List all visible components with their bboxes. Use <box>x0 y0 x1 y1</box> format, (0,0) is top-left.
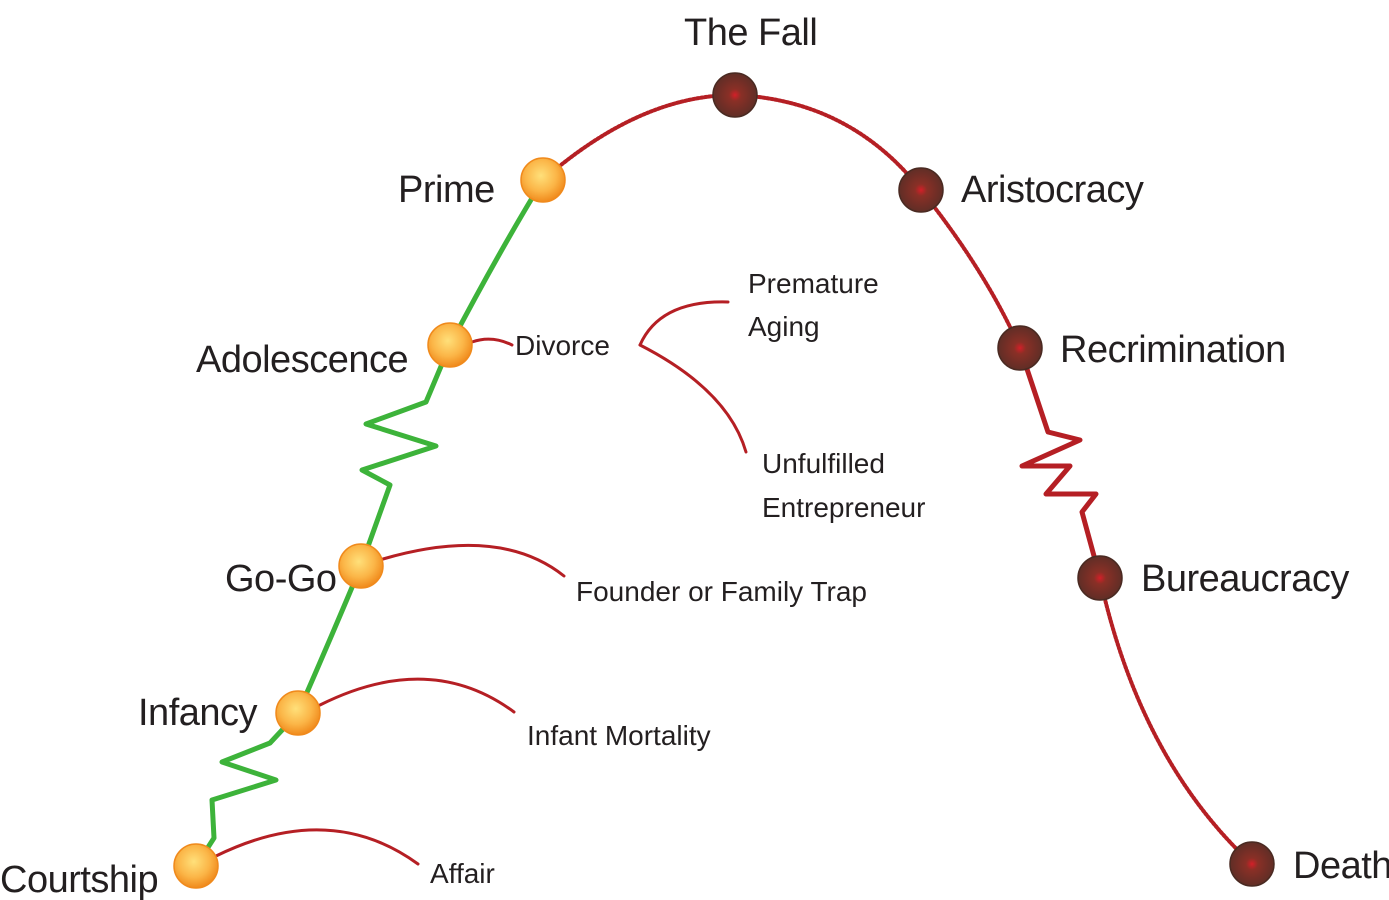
death-label: Death <box>1293 845 1389 887</box>
decline-nodes <box>712 72 1275 887</box>
courtship-label: Courtship <box>0 859 158 900</box>
decline-segment-recrimination-bureaucracy <box>1017 345 1103 581</box>
infant-mortality-connector <box>318 677 516 714</box>
affair-label: Affair <box>430 858 495 889</box>
adolescence-node <box>427 322 473 368</box>
growth-segment-courtship-infancy <box>193 710 301 869</box>
affair-connector <box>214 828 420 866</box>
premature-aging-label-line1: Premature <box>748 268 879 299</box>
adolescence-label: Adolescence <box>196 339 408 381</box>
aristocracy-label: Aristocracy <box>961 169 1144 211</box>
infancy-node <box>275 690 321 736</box>
infant-mortality-label: Infant Mortality <box>527 720 711 751</box>
premature-aging-connector <box>638 300 730 347</box>
prime-node <box>520 157 566 203</box>
decline-segment-prime-fall <box>541 93 737 182</box>
gogo-label: Go-Go <box>225 558 337 600</box>
divorce-connector <box>470 337 514 347</box>
growth-nodes <box>173 157 566 889</box>
unfulfilled-label-line2: Entrepreneur <box>762 492 925 523</box>
decline-curve <box>541 93 1254 866</box>
unfulfilled-label-line1: Unfulfilled <box>762 448 885 479</box>
founder-trap-label: Founder or Family Trap <box>576 576 867 607</box>
stage-labels: Courtship Infancy Go-Go Adolescence Prim… <box>0 12 1389 900</box>
bureaucracy-node <box>1077 555 1123 601</box>
death-node <box>1229 841 1275 887</box>
recrimination-node <box>997 325 1043 371</box>
courtship-node <box>173 843 219 889</box>
divorce-label: Divorce <box>515 330 610 361</box>
trap-connectors <box>214 300 748 866</box>
infancy-label: Infancy <box>138 692 258 734</box>
decline-segment-fall-aristocracy <box>733 93 923 192</box>
prime-label: Prime <box>398 169 495 211</box>
gogo-node <box>338 543 384 589</box>
the-fall-label: The Fall <box>684 12 817 54</box>
aristocracy-node <box>898 167 944 213</box>
recrimination-label: Recrimination <box>1060 329 1286 371</box>
the-fall-node <box>712 72 758 118</box>
growth-segment-gogo-adolescence <box>358 342 453 569</box>
founder-trap-connector <box>381 543 566 578</box>
decline-segment-bureaucracy-death <box>1098 576 1254 866</box>
unfulfilled-connector <box>638 343 748 454</box>
premature-aging-label-line2: Aging <box>748 311 820 342</box>
decline-segment-aristocracy-recrimination <box>919 188 1022 350</box>
growth-curve <box>193 177 546 869</box>
bureaucracy-label: Bureaucracy <box>1141 558 1349 600</box>
trap-labels: Affair Infant Mortality Founder or Famil… <box>430 268 925 889</box>
